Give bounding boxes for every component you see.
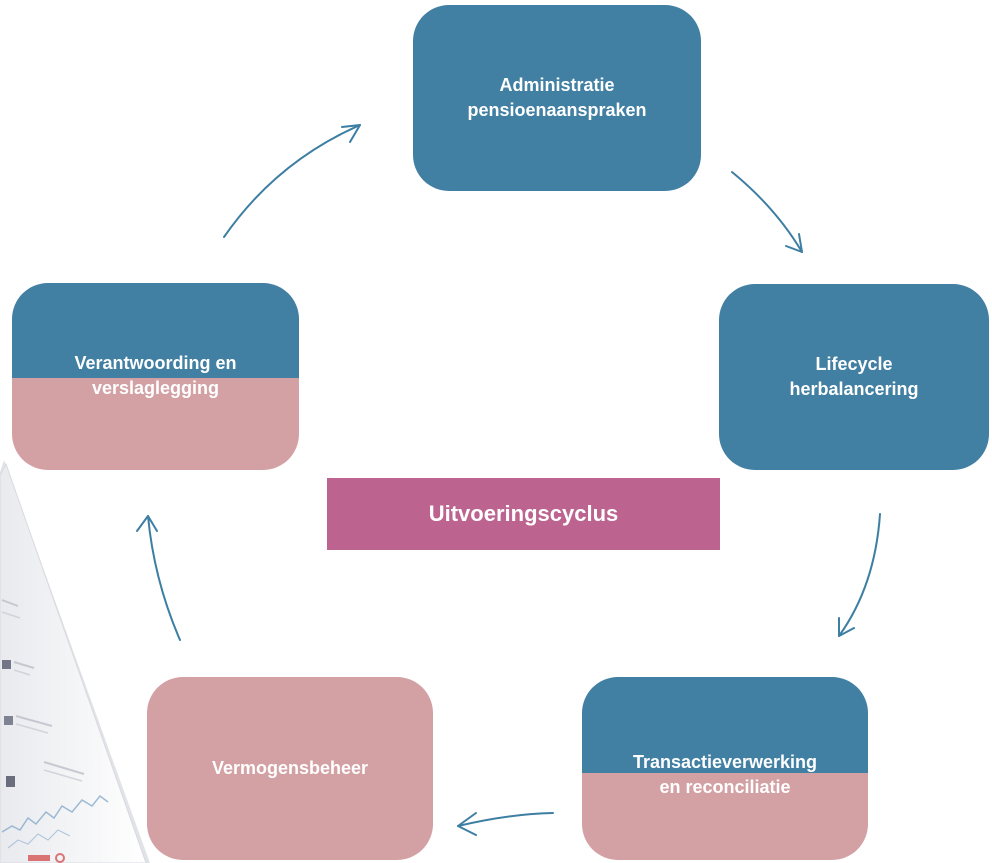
arrow-lifecycle-to-transactie: [838, 513, 881, 637]
arrow-transactie-to-vermogensbeheer: [457, 812, 554, 836]
node-vermogensbeheer-label: Vermogensbeheer: [204, 756, 376, 781]
node-verantwoording-label: Verantwoording en verslaglegging: [66, 351, 244, 401]
arrow-administratie-to-lifecycle: [731, 171, 803, 253]
node-administratie-label: Administratie pensioenaanspraken: [459, 73, 654, 123]
node-lifecycle: Lifecycle herbalancering: [719, 284, 989, 470]
node-transactie-line2: en reconciliatie: [659, 776, 791, 797]
node-transactie: Transactieverwerking en reconciliatie: [582, 677, 868, 860]
node-transactie-label: Transactieverwerking en reconciliatie: [625, 750, 825, 800]
node-verantwoording: Verantwoording en verslaglegging: [12, 283, 299, 470]
node-administratie: Administratie pensioenaanspraken: [413, 5, 701, 191]
node-administratie-line1: Administratie: [499, 75, 615, 95]
center-title: Uitvoeringscyclus: [327, 478, 720, 550]
node-lifecycle-line2: herbalancering: [789, 379, 919, 399]
node-administratie-line2: pensioenaanspraken: [467, 100, 647, 120]
arrow-verantwoording-to-administratie: [223, 124, 361, 238]
node-lifecycle-label: Lifecycle herbalancering: [781, 352, 926, 402]
node-verantwoording-line2: verslaglegging: [91, 377, 220, 398]
arrow-vermogensbeheer-to-verantwoording: [136, 515, 181, 641]
node-transactie-line1: Transactieverwerking: [632, 751, 818, 772]
node-vermogensbeheer: Vermogensbeheer: [147, 677, 433, 860]
node-vermogensbeheer-line1: Vermogensbeheer: [211, 758, 369, 778]
node-verantwoording-line1: Verantwoording en: [74, 352, 237, 373]
node-lifecycle-line1: Lifecycle: [815, 354, 893, 374]
